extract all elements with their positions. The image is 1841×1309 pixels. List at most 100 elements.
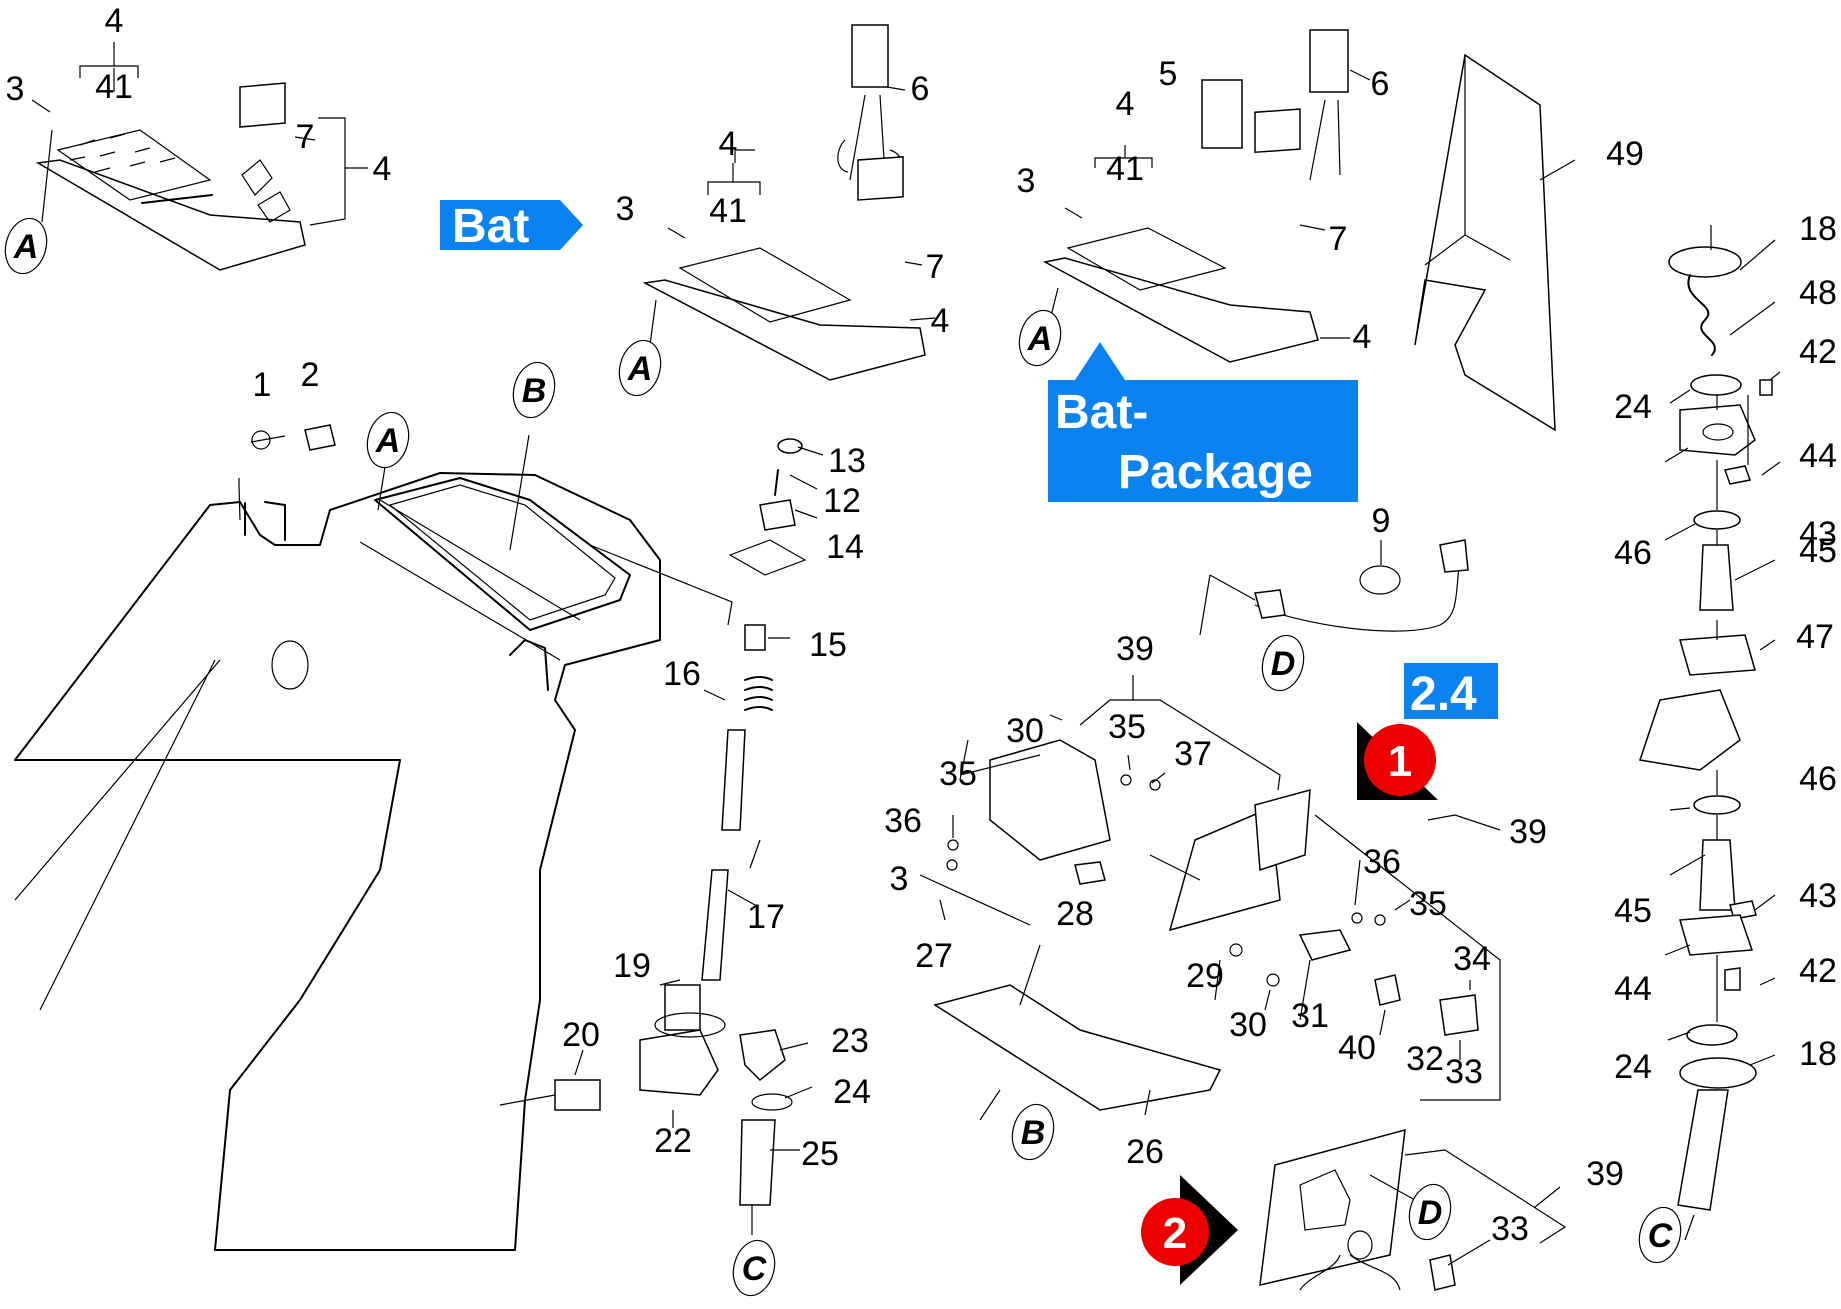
callout-panel-pkg-4: 4 [1353,318,1372,356]
variant-marker-2[interactable]: 2 [1141,1175,1238,1285]
callout-electrics-30: 30 [1229,1006,1267,1044]
tag-ref-2-4-text: 2.4 [1410,668,1477,721]
callout-column-18: 18 [1799,210,1837,248]
reference-letter-c: C [1638,1206,1682,1264]
tank-body [14,424,661,1251]
reference-letter-a: A [1018,309,1062,367]
callout-electrics-35: 35 [1108,708,1146,746]
callout-tank-2: 2 [301,356,320,394]
callout-electrics-36: 36 [1363,843,1401,881]
reference-letter-text: A [13,228,39,266]
callout-column-47: 47 [1796,618,1834,656]
callout-panel-bat-4: 4 [931,302,950,340]
callout-column-24: 24 [1614,1048,1652,1086]
reference-letter-circle [1408,1183,1452,1241]
callout-valve-25: 25 [801,1135,839,1173]
callout-electrics-36: 36 [884,802,922,840]
callout-electrics-29: 29 [1186,957,1224,995]
reference-letter-d: D [1408,1183,1452,1241]
reference-letter-circle [1011,1103,1055,1161]
callout-electrics-35: 35 [1409,885,1447,923]
variant-marker-1-label: 1 [1388,737,1412,786]
callout-electrics-35: 35 [939,755,977,793]
reference-letter-text: B [1021,1114,1046,1152]
callout-harness-9: 9 [1372,502,1391,540]
callout-knob-16: 16 [663,655,701,693]
tag-bat-arrow-shape [440,200,583,250]
callout-electrics-3: 3 [890,860,909,898]
reference-letter-circle [366,411,410,469]
callout-column-46: 46 [1799,760,1837,798]
callout-electrics-33: 33 [1445,1053,1483,1091]
callout-panel-pkg-7: 7 [1329,220,1348,258]
callout-column-48: 48 [1799,274,1837,312]
callout-electrics-26: 26 [1126,1133,1164,1171]
reference-letter-circle [4,217,48,275]
electrical-assembly [919,675,1501,1121]
cover-part-49 [1414,53,1576,432]
callout-knob-12: 12 [823,482,861,520]
variant-marker-2-label: 2 [1163,1209,1187,1258]
callout-electrics-28: 28 [1056,895,1094,933]
harness-part-9 [1199,539,1469,636]
callout-electrics-40: 40 [1338,1029,1376,1067]
reference-letter-b: B [1011,1103,1055,1161]
reference-letter-circle [1638,1206,1682,1264]
callout-panel-std-4: 4 [105,2,124,40]
callout-column-45: 45 [1614,892,1652,930]
callout-panel-bat-7: 7 [926,248,945,286]
tag-bat[interactable]: Bat [440,200,583,253]
callout-column-44: 44 [1614,970,1652,1008]
valve-assembly [499,979,813,1235]
callout-electrics-37: 37 [1174,735,1212,773]
reference-letter-a: A [618,339,662,397]
reference-letter-circle [732,1239,776,1297]
reference-letter-circle [512,361,556,419]
reference-letter-b: B [512,361,556,419]
callout-electrics-34: 34 [1453,940,1491,978]
callout-panel-std-4: 4 [373,150,392,188]
callout-knob-17: 17 [747,898,785,936]
callout-valve-20: 20 [562,1016,600,1054]
callout-electrics-31: 31 [1291,997,1329,1035]
callout-panel-pkg-3: 3 [1017,162,1036,200]
reference-letter-text: A [1027,320,1053,358]
tag-bat-text: Bat [452,200,529,253]
reference-letter-a: A [366,411,410,469]
reference-letter-text: C [742,1250,767,1288]
pump-column-assembly [1639,225,1781,1241]
tag-ref-2-4[interactable]: 2.4 [1404,663,1498,721]
callout-column-45: 45 [1799,532,1837,570]
callout-board2-33: 33 [1491,1210,1529,1248]
tag-bat-package-shape [1048,342,1358,502]
reference-letter-text: A [375,422,401,460]
callout-board2-39: 39 [1586,1155,1624,1193]
callout-knob-15: 15 [809,626,847,664]
reference-letter-circle [618,339,662,397]
callout-column-18: 18 [1799,1035,1837,1073]
callout-panel-pkg-6: 6 [1371,65,1390,103]
callout-knob-13: 13 [828,442,866,480]
callout-panel-bat-6: 6 [911,70,930,108]
tag-bat-package[interactable]: Bat- Package [1048,342,1358,502]
knob-shaft-assembly [589,438,824,981]
callout-electrics-39: 39 [1509,813,1547,851]
reference-letter-text: B [522,372,547,410]
reference-letter-text: A [627,350,653,388]
callout-column-42: 42 [1799,333,1837,371]
callout-column-43: 43 [1799,877,1837,915]
callout-column-24: 24 [1614,388,1652,426]
callout-panel-bat-3: 3 [616,190,635,228]
callout-column-44: 44 [1799,437,1837,475]
variant-marker-1[interactable]: 1 [1357,722,1438,800]
callout-valve-23: 23 [831,1022,869,1060]
control-panel-bat-package [1042,29,1371,363]
callout-electrics-30: 30 [1006,712,1044,750]
reference-letter-circle [1261,634,1305,692]
callout-panel-std-41: 41 [95,68,133,106]
reference-letter-c: C [732,1239,776,1297]
variant-marker-1-circle [1364,724,1436,796]
callout-panel-std-3: 3 [6,70,25,108]
